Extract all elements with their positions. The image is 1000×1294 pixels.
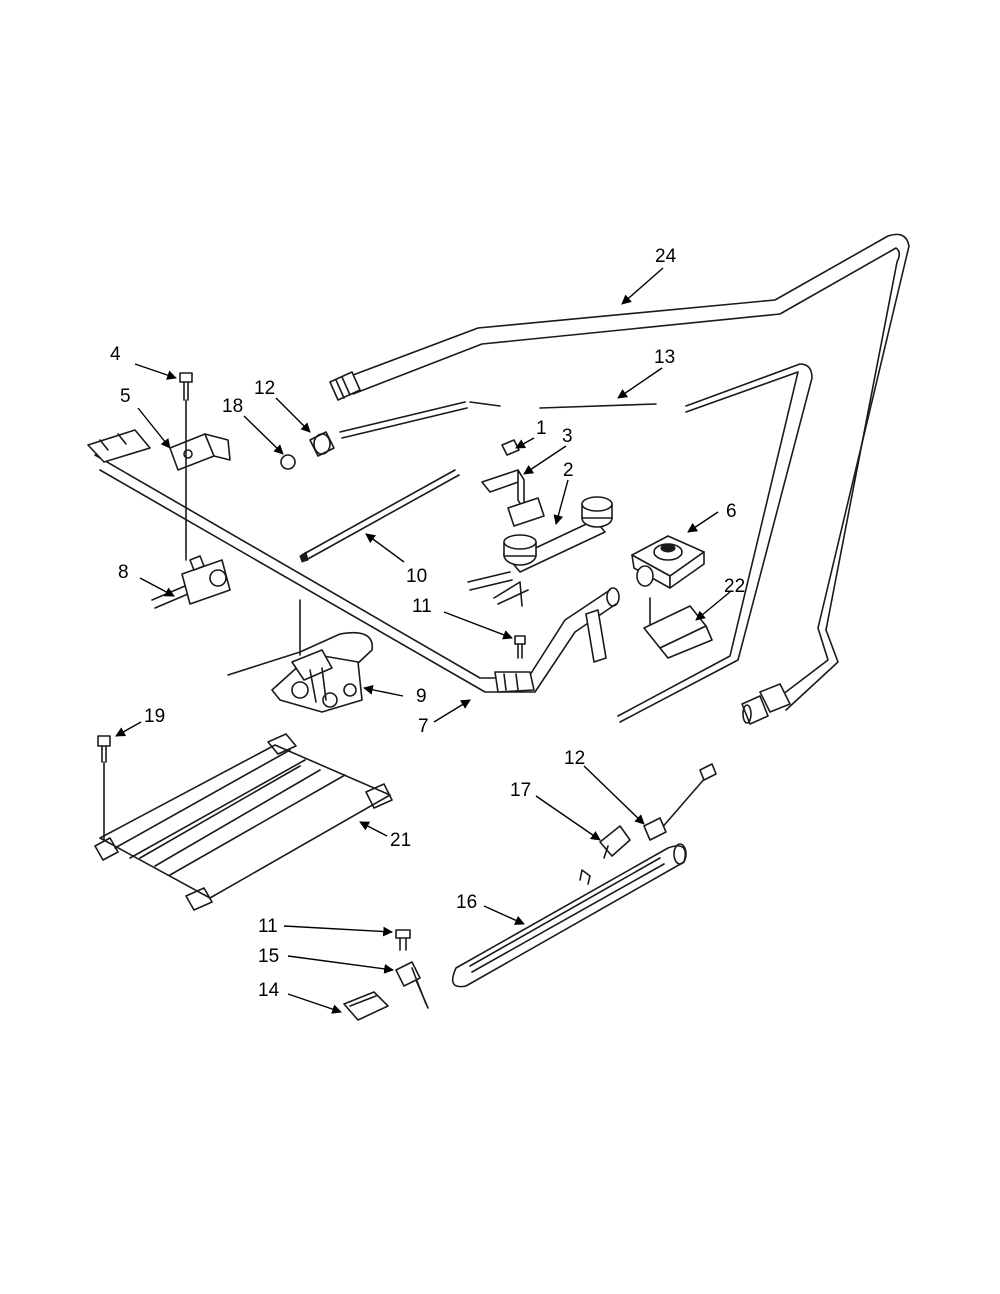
- callout-1: 1: [536, 418, 547, 439]
- part-4-screw: [179, 372, 193, 561]
- callout-11-upper: 11: [412, 596, 432, 617]
- part-5-bracket: [87, 429, 231, 471]
- part-21-nut: [280, 454, 296, 470]
- callout-3: 3: [562, 426, 573, 447]
- callout-22: 19: [144, 706, 165, 727]
- callout-24: 22: [724, 576, 745, 597]
- callout-2: 2: [563, 460, 574, 481]
- part-14-fitting: [643, 763, 717, 841]
- part-8-valve: [151, 555, 231, 609]
- leader-lines: [115, 267, 731, 1014]
- callout-10: 10: [406, 566, 427, 587]
- callout-15: 13: [654, 347, 675, 368]
- part-23-heat-shield: [94, 733, 393, 911]
- callout-7: 7: [418, 716, 429, 737]
- part-7-manifold-pipe: [94, 454, 620, 693]
- callout-14: 12: [564, 748, 585, 769]
- part-12-fitting: [309, 431, 335, 457]
- part-10-thermocouple-rod: [299, 469, 460, 563]
- callout-23: 21: [390, 830, 411, 851]
- part-13-manifold-tube: [329, 233, 910, 725]
- part-2-burner-assembly: [467, 496, 613, 607]
- callout-21: 18: [222, 396, 243, 417]
- part-17-bracket: [395, 961, 429, 1009]
- part-1-nut: [501, 439, 520, 456]
- callout-13: 24: [655, 246, 677, 267]
- callout-9: 9: [416, 686, 427, 707]
- callout-5: 5: [120, 386, 131, 407]
- part-22-screw: [97, 735, 111, 841]
- part-9-valve-assembly: [227, 599, 373, 713]
- callout-17: 15: [258, 946, 279, 967]
- callout-11-lower: 11: [258, 916, 278, 937]
- part-24-bracket: [643, 597, 713, 659]
- part-6-orifice-holder: [631, 535, 705, 589]
- part-11-screw-upper: [514, 635, 526, 659]
- callout-12: 12: [254, 378, 275, 399]
- callout-16: 14: [258, 980, 280, 1001]
- callout-6: 6: [726, 501, 737, 522]
- part-16-clip: [343, 991, 389, 1021]
- part-11-screw-lower: [395, 929, 411, 951]
- callout-4: 4: [110, 344, 121, 365]
- part-19-bracket: [599, 825, 631, 859]
- callout-labels: 24 13 4 5 12 18 1 3 2 6 22 10 8 11 9 7 1…: [110, 246, 745, 1001]
- callout-8: 8: [118, 562, 129, 583]
- part-18-burner-tube: [451, 843, 687, 988]
- callout-19: 17: [510, 780, 531, 801]
- part-3-bracket: [481, 469, 545, 527]
- callout-18: 16: [456, 892, 477, 913]
- part-15-gas-tube: [339, 363, 813, 723]
